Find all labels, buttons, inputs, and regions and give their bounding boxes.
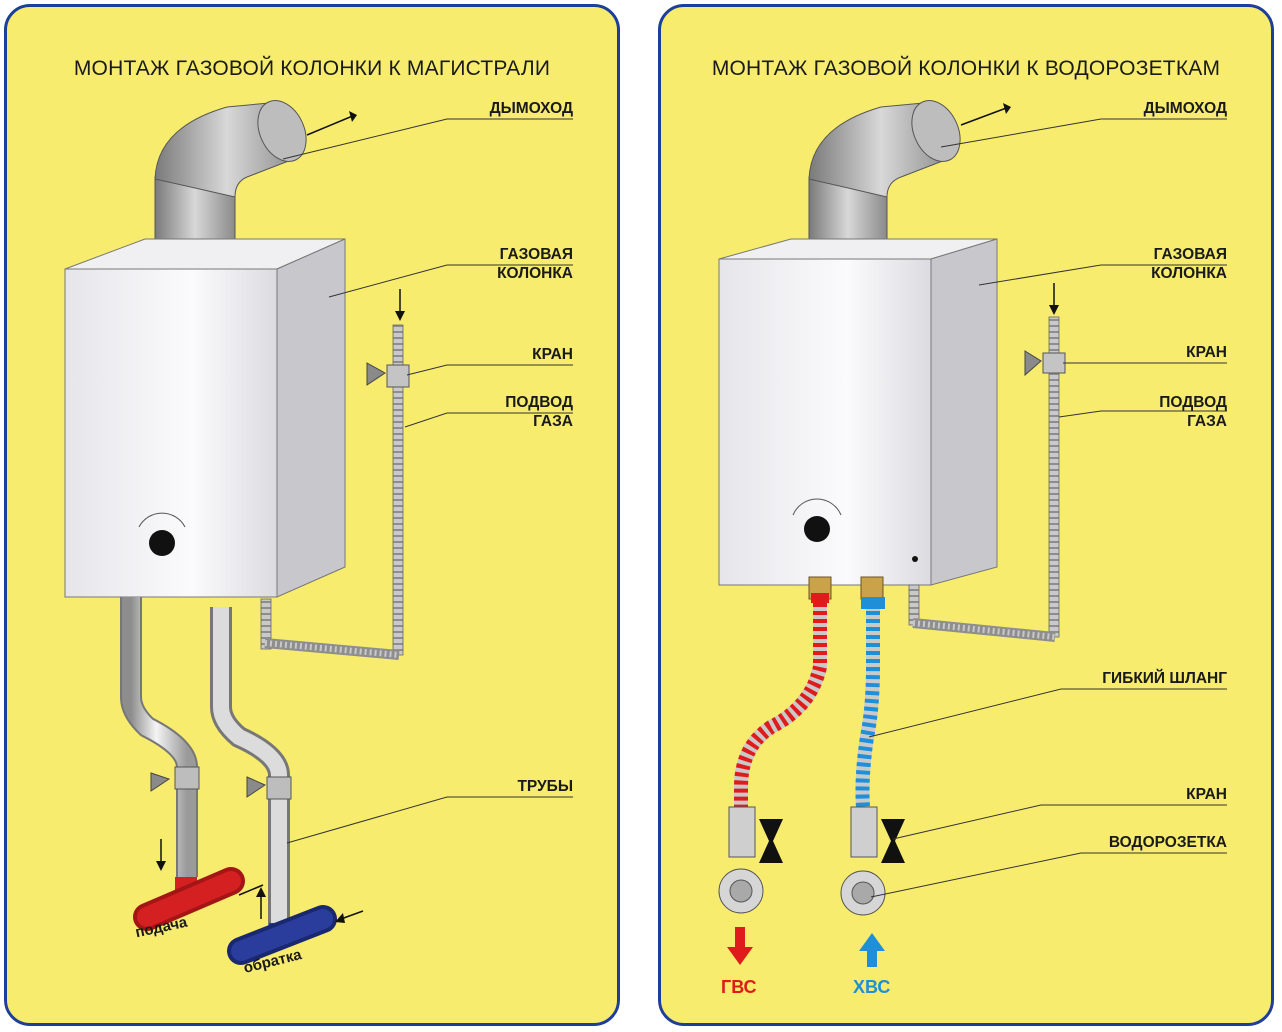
cold-valve-outlet: [840, 806, 905, 916]
gas-heater-right: [718, 238, 998, 586]
hot-water-arrow: [727, 927, 753, 965]
leader-lines-right: [868, 118, 1227, 898]
label-chimney-right: ДЫМОХОД: [1143, 100, 1227, 117]
supply-tee: [133, 867, 245, 931]
cold-water-arrow: [859, 933, 885, 967]
hot-hose: [734, 593, 829, 807]
label-gas-supply: ПОДВОД ГАЗА: [505, 394, 573, 430]
left-panel-title: МОНТАЖ ГАЗОВОЙ КОЛОНКИ К МАГИСТРАЛИ: [73, 57, 551, 80]
return-tee: [227, 905, 337, 965]
hot-valve-outlet: [718, 806, 783, 914]
right-diagram: [718, 100, 1227, 967]
gas-valve: [366, 362, 410, 388]
label-valve2: КРАН: [1186, 786, 1227, 803]
label-hot-water: ГВС: [721, 977, 757, 997]
label-cold-water: ХВС: [853, 977, 891, 997]
label-water-outlet: ВОДОРОЗЕТКА: [1108, 834, 1227, 851]
label-chimney: ДЫМОХОД: [489, 100, 573, 117]
left-panel: МОНТАЖ ГАЗОВОЙ КОЛОНКИ К МАГИСТРАЛИ: [4, 4, 620, 1026]
right-panel: МОНТАЖ ГАЗОВОЙ КОЛОНКИ К ВОДОРОЗЕТКАМ: [658, 4, 1274, 1026]
chimney-right: [808, 100, 961, 260]
left-diagram: [64, 100, 573, 965]
gas-supply-pipe: [260, 324, 404, 660]
label-pipes: ТРУБЫ: [517, 778, 573, 795]
label-heater-right: ГАЗОВАЯ КОЛОНКА: [1151, 246, 1227, 282]
label-valve-right: КРАН: [1186, 344, 1227, 361]
label-gas-supply-right: ПОДВОД ГАЗА: [1159, 394, 1227, 430]
gas-heater: [64, 238, 346, 598]
leader-lines: [282, 118, 573, 844]
label-flex-hose: ГИБКИЙ ШЛАНГ: [1102, 670, 1227, 687]
label-heater: ГАЗОВАЯ КОЛОНКА: [497, 246, 573, 282]
right-panel-title: МОНТАЖ ГАЗОВОЙ КОЛОНКИ К ВОДОРОЗЕТКАМ: [711, 57, 1221, 80]
gas-supply-pipe-right: [908, 316, 1066, 642]
cold-hose: [855, 597, 885, 808]
water-pipes: [120, 597, 292, 927]
label-valve: КРАН: [532, 346, 573, 363]
